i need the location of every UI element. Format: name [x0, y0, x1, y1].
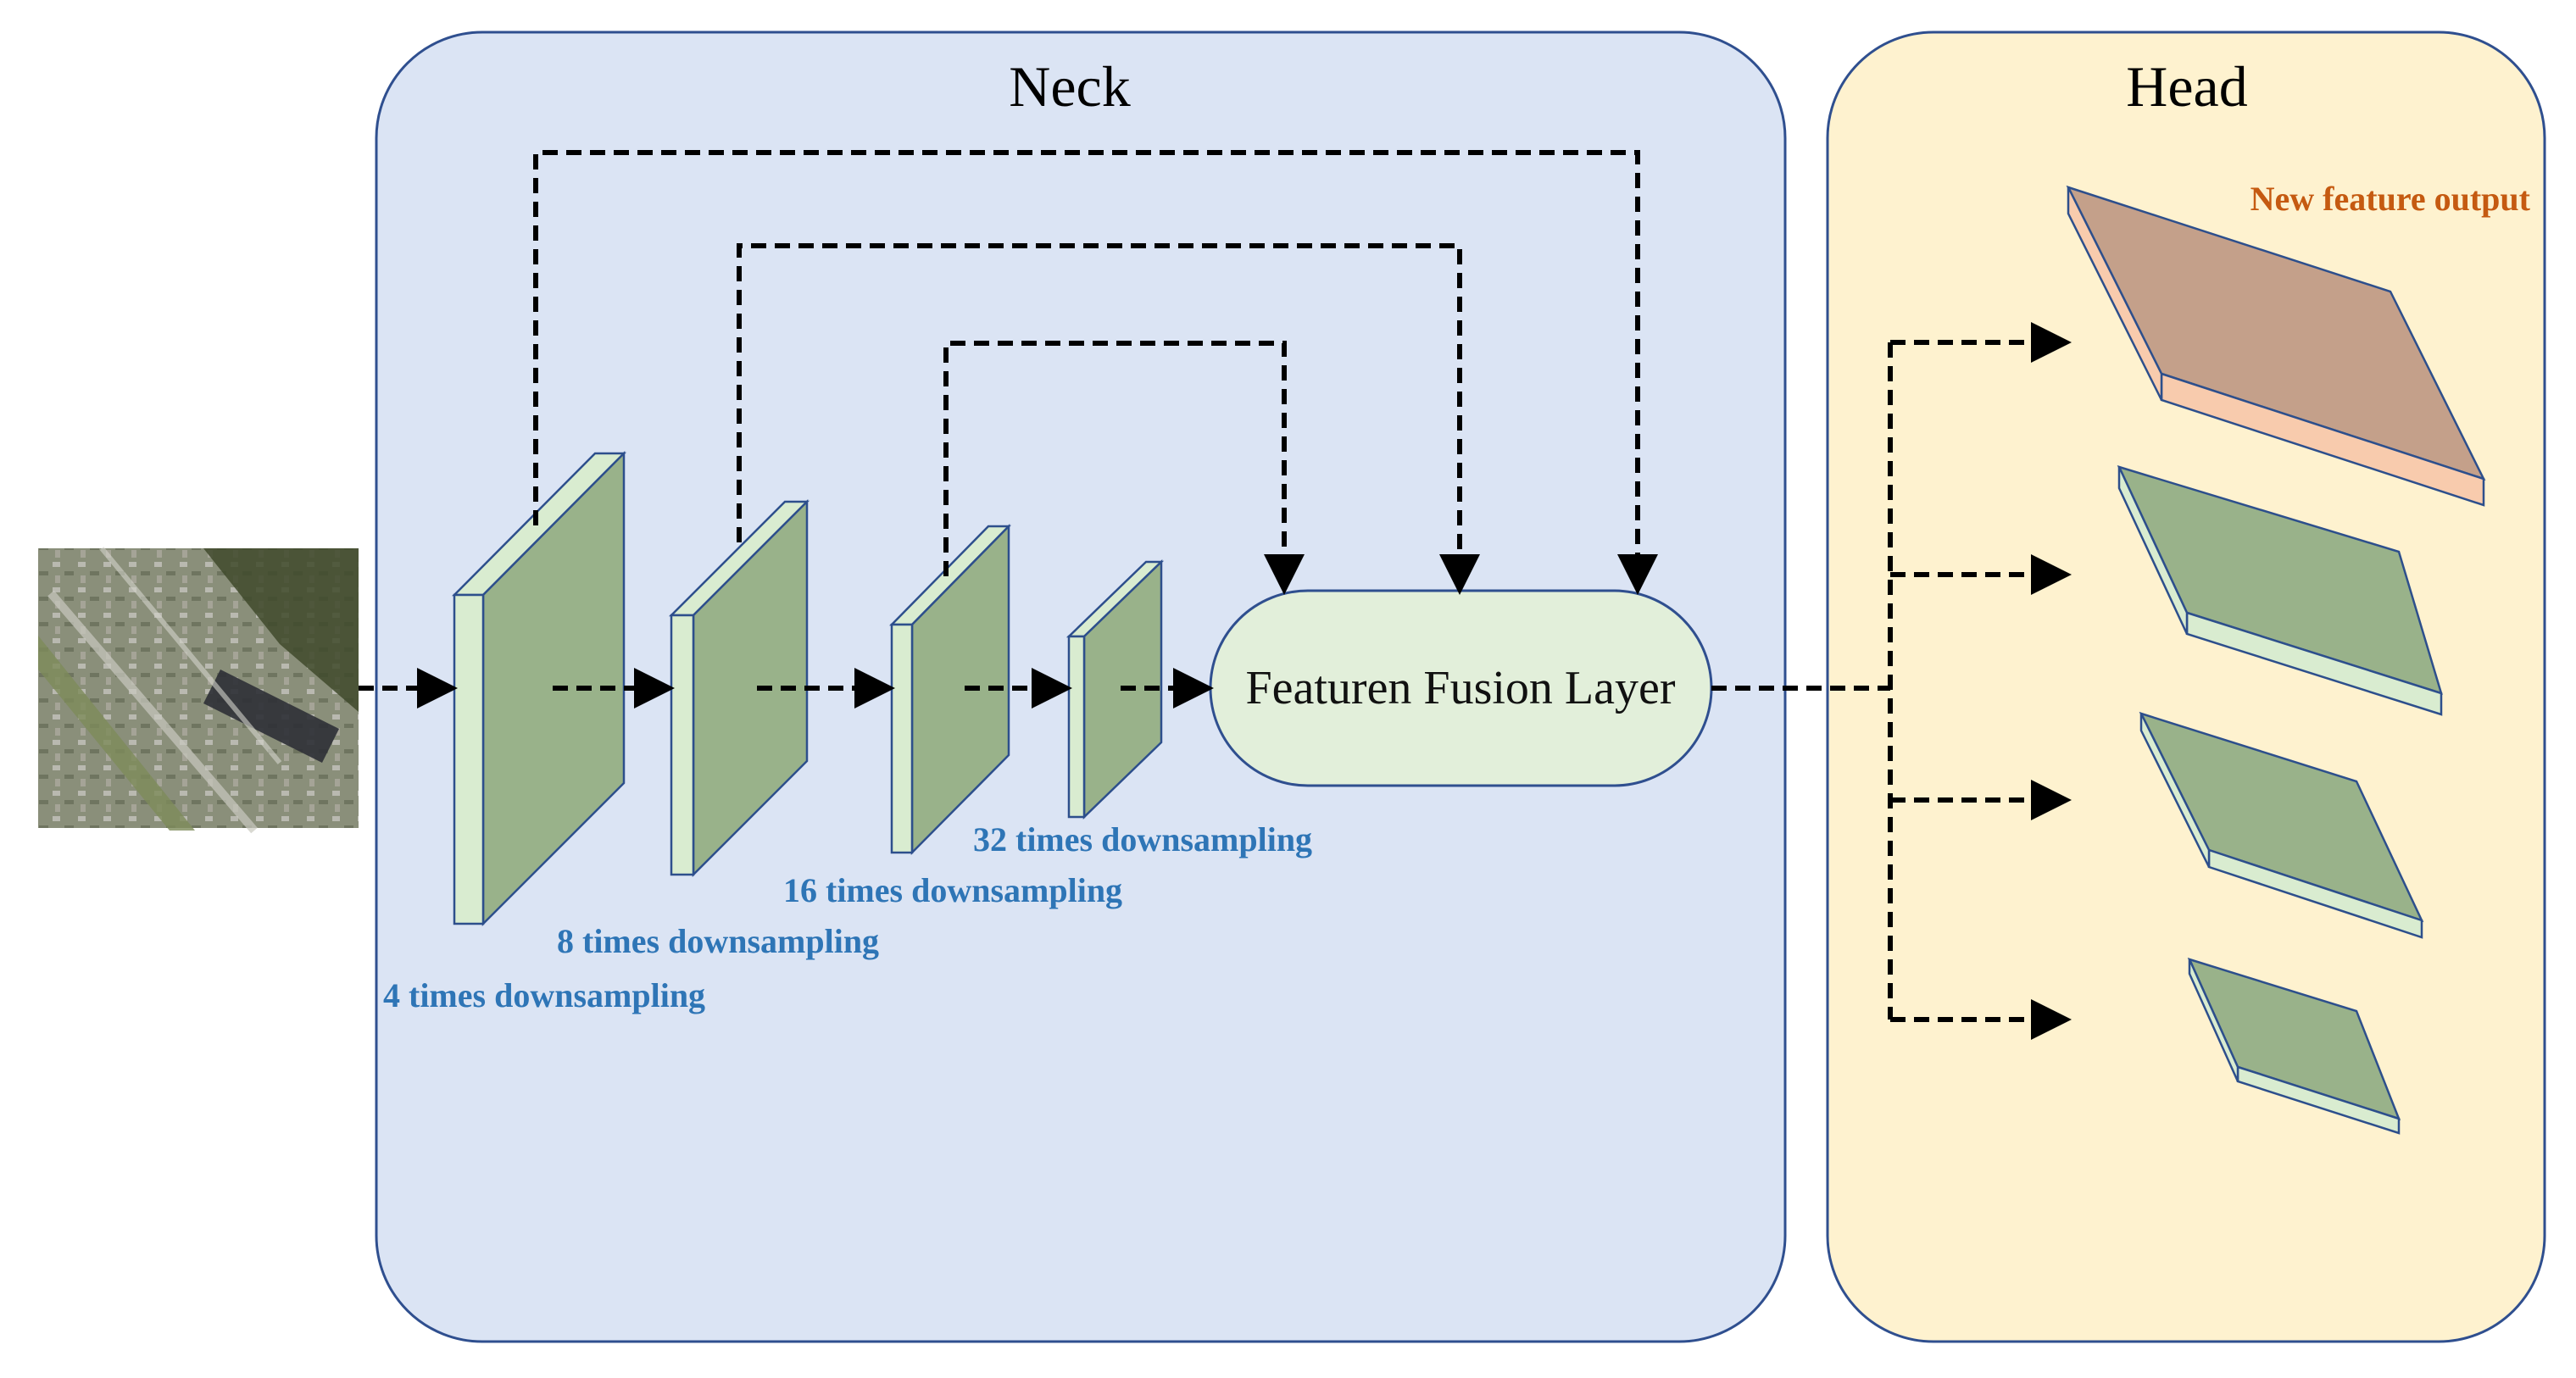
fusion-layer-label: Featuren Fusion Layer [1246, 662, 1676, 714]
head-output-slab-2 [2117, 464, 2443, 716]
ds-label-32x: 32 times downsampling [973, 820, 1312, 858]
head-output-label: New feature output [2251, 180, 2531, 218]
head-output-slab-4 [2187, 957, 2401, 1135]
head-connectors [1711, 322, 2072, 1040]
feature-map-16x [889, 523, 1011, 856]
neck-title: Neck [1009, 54, 1130, 119]
input-image [38, 547, 359, 834]
head-output-slab-3 [2139, 711, 2424, 939]
skip-connections [533, 150, 1658, 595]
ds-label-4x: 4 times downsampling [383, 976, 705, 1014]
head-title: Head [2126, 54, 2247, 119]
head-output-slab-new [2066, 185, 2486, 507]
feature-map-8x [668, 498, 810, 878]
ds-label-16x: 16 times downsampling [783, 871, 1122, 909]
ds-label-8x: 8 times downsampling [557, 922, 879, 960]
